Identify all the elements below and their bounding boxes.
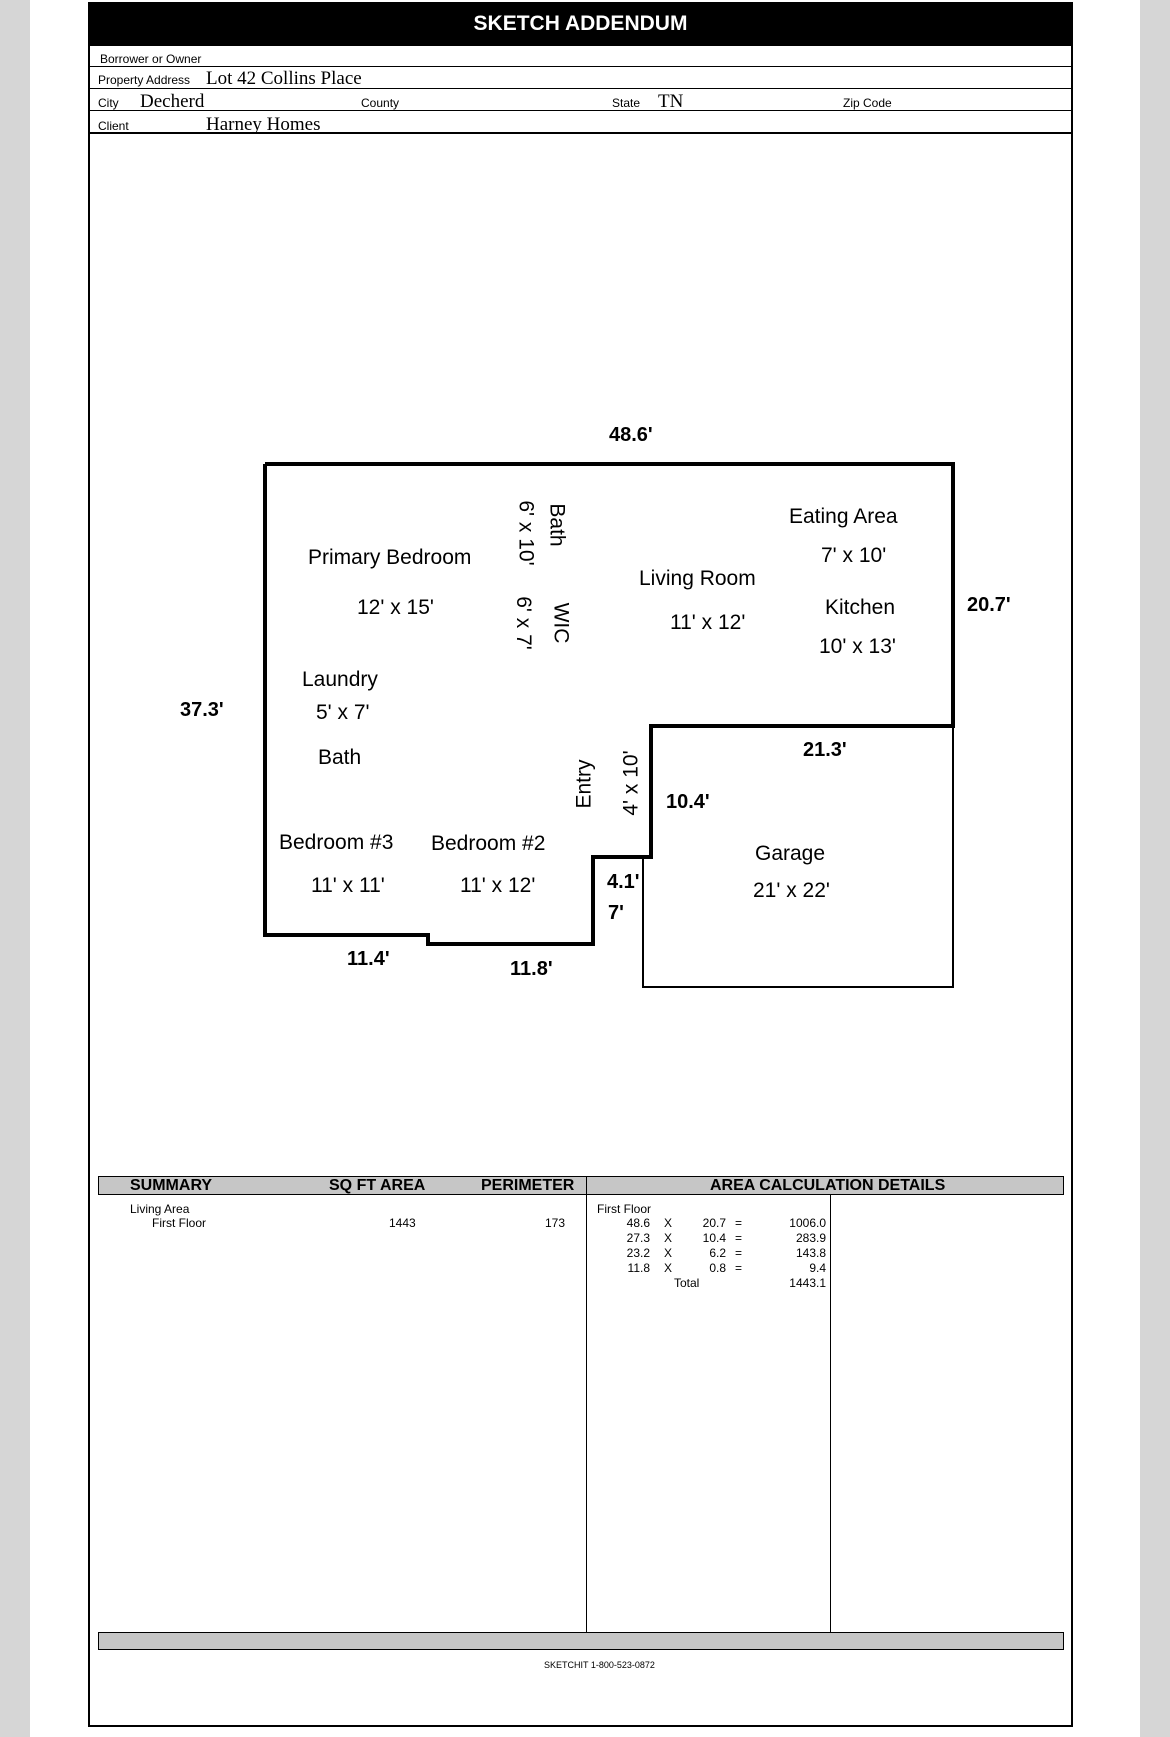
property-address-value: Lot 42 Collins Place bbox=[206, 68, 362, 89]
city-value: Decherd bbox=[140, 91, 205, 112]
room-bedroom-3-size: 11' x 11' bbox=[311, 874, 385, 897]
summary-footer-bar bbox=[98, 1632, 1064, 1650]
column-divider-right bbox=[830, 1195, 831, 1632]
calc-a: 11.8 bbox=[627, 1261, 650, 1275]
dimension-bottom-left: 11.4' bbox=[347, 948, 390, 970]
client-label: Client bbox=[98, 119, 129, 133]
dimension-garage-top: 21.3' bbox=[803, 739, 847, 761]
details-floor-label: First Floor bbox=[597, 1202, 651, 1216]
city-label: City bbox=[98, 96, 119, 110]
details-header: AREA CALCULATION DETAILS bbox=[710, 1177, 946, 1194]
summary-header-bar bbox=[98, 1176, 1064, 1195]
footer-credit: SKETCHIT 1-800-523-0872 bbox=[544, 1660, 655, 1670]
calc-eq: = bbox=[734, 1246, 742, 1260]
room-entry: Entry bbox=[572, 759, 596, 809]
borrower-label: Borrower or Owner bbox=[100, 52, 202, 66]
room-primary-bedroom: Primary Bedroom bbox=[308, 546, 472, 569]
calc-x: X bbox=[663, 1261, 672, 1275]
city-row: City Decherd County State TN Zip Code bbox=[88, 89, 1073, 112]
perimeter-header: PERIMETER bbox=[481, 1177, 575, 1194]
room-bath-top-size: 6' x 10' bbox=[514, 500, 538, 566]
calc-x: X bbox=[663, 1231, 672, 1245]
calc-a: 27.3 bbox=[626, 1231, 650, 1245]
borrower-row: Borrower or Owner bbox=[88, 46, 1073, 67]
room-entry-size: 4' x 10' bbox=[619, 750, 643, 816]
total-value: 1443.1 bbox=[789, 1276, 826, 1290]
calc-x: X bbox=[663, 1216, 672, 1230]
calc-result: 1006.0 bbox=[789, 1216, 826, 1230]
room-bedroom-2: Bedroom #2 bbox=[431, 832, 546, 855]
column-divider-left bbox=[586, 1176, 587, 1632]
room-eating-area: Eating Area bbox=[789, 505, 898, 528]
summary-header: SUMMARY bbox=[130, 1177, 213, 1194]
calc-result: 143.8 bbox=[795, 1246, 826, 1260]
client-value: Harney Homes bbox=[206, 114, 321, 135]
zip-label: Zip Code bbox=[843, 96, 892, 110]
calc-eq: = bbox=[734, 1216, 742, 1230]
calc-b: 0.8 bbox=[709, 1261, 726, 1275]
room-wic-size: 6' x 7' bbox=[511, 596, 535, 650]
first-floor-label: First Floor bbox=[152, 1216, 206, 1230]
living-area-label: Living Area bbox=[130, 1202, 190, 1216]
room-bath-top: Bath bbox=[545, 503, 569, 547]
room-kitchen-size: 10' x 13' bbox=[819, 635, 896, 658]
room-wic: WIC bbox=[549, 602, 573, 644]
page-title: SKETCH ADDENDUM bbox=[88, 2, 1073, 46]
total-label: Total bbox=[674, 1276, 700, 1290]
calc-result: 9.4 bbox=[809, 1261, 826, 1275]
room-kitchen: Kitchen bbox=[825, 596, 896, 619]
calc-b: 20.7 bbox=[702, 1216, 726, 1230]
room-laundry-size: 5' x 7' bbox=[316, 701, 370, 724]
property-address-label: Property Address bbox=[98, 73, 191, 87]
sqft-header: SQ FT AREA bbox=[329, 1177, 426, 1194]
floor-plan-sketch bbox=[263, 462, 955, 988]
state-value: TN bbox=[658, 91, 684, 112]
room-bedroom-3: Bedroom #3 bbox=[279, 831, 394, 854]
dimension-right: 20.7' bbox=[967, 594, 1011, 616]
dimension-left: 37.3' bbox=[180, 699, 224, 721]
calc-x: X bbox=[663, 1246, 672, 1260]
calc-a: 48.6 bbox=[626, 1216, 650, 1230]
calc-result: 283.9 bbox=[795, 1231, 826, 1245]
room-eating-area-size: 7' x 10' bbox=[821, 544, 887, 567]
room-bedroom-2-size: 11' x 12' bbox=[460, 874, 536, 897]
room-primary-bedroom-size: 12' x 15' bbox=[357, 596, 434, 619]
document-frame bbox=[88, 2, 1073, 1727]
room-garage: Garage bbox=[755, 842, 826, 865]
living-area-outline bbox=[263, 462, 955, 946]
garage-outline bbox=[642, 725, 954, 988]
calc-eq: = bbox=[734, 1231, 742, 1245]
calc-eq: = bbox=[734, 1261, 742, 1275]
dimension-top: 48.6' bbox=[609, 424, 653, 446]
county-label: County bbox=[361, 96, 400, 110]
room-bath: Bath bbox=[318, 746, 362, 769]
dimension-step-b: 7' bbox=[608, 902, 624, 924]
calc-b: 10.4 bbox=[702, 1231, 726, 1245]
room-garage-size: 21' x 22' bbox=[753, 879, 830, 902]
room-living-room: Living Room bbox=[639, 567, 756, 590]
room-living-room-size: 11' x 12' bbox=[670, 611, 746, 634]
state-label: State bbox=[612, 96, 641, 110]
address-row: Property Address Lot 42 Collins Place bbox=[88, 67, 1073, 89]
dimension-step-a: 4.1' bbox=[607, 871, 640, 893]
sqft-value: 1443 bbox=[389, 1216, 416, 1230]
client-row: Client Harney Homes bbox=[88, 111, 1073, 135]
calc-b: 6.2 bbox=[709, 1246, 726, 1260]
dimension-bottom-mid: 11.8' bbox=[510, 958, 553, 980]
room-laundry: Laundry bbox=[302, 668, 378, 691]
calc-a: 23.2 bbox=[626, 1246, 650, 1260]
perimeter-value: 173 bbox=[545, 1216, 566, 1230]
dimension-notch-vertical: 10.4' bbox=[666, 791, 710, 813]
